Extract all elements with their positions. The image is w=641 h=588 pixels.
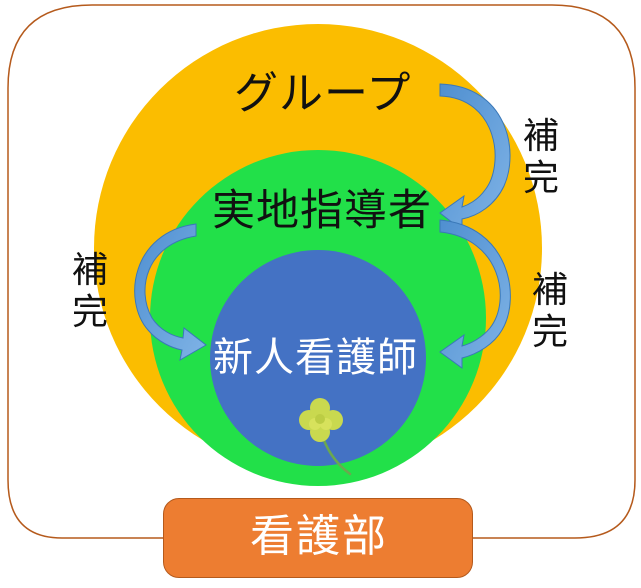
complement-label-right-bottom: 補 完 — [530, 270, 570, 354]
complement-label-right-top: 補 完 — [521, 116, 561, 200]
complement-char-1: 補 — [71, 250, 108, 291]
new-nurse-label: 新人看護師 — [213, 335, 418, 381]
nursing-department-label: 看護部 — [250, 511, 388, 562]
complement-char-2: 完 — [531, 312, 568, 353]
organization-frame — [7, 4, 636, 539]
complement-char-2: 完 — [522, 158, 559, 199]
complement-label-left: 補 完 — [70, 250, 110, 334]
complement-char-1: 補 — [522, 116, 559, 157]
supervisor-label: 実地指導者 — [212, 186, 432, 236]
complement-arrow-supervisor-to-nurse-left — [134, 223, 207, 361]
nursing-department-box: 看護部 — [163, 498, 473, 578]
new-nurse-circle — [210, 250, 426, 466]
group-label: グループ — [234, 68, 412, 119]
complement-char-1: 補 — [531, 270, 568, 311]
complement-char-2: 完 — [71, 292, 108, 333]
complement-arrow-supervisor-to-nurse-right — [439, 219, 511, 369]
four-leaf-clover-icon — [299, 398, 352, 476]
